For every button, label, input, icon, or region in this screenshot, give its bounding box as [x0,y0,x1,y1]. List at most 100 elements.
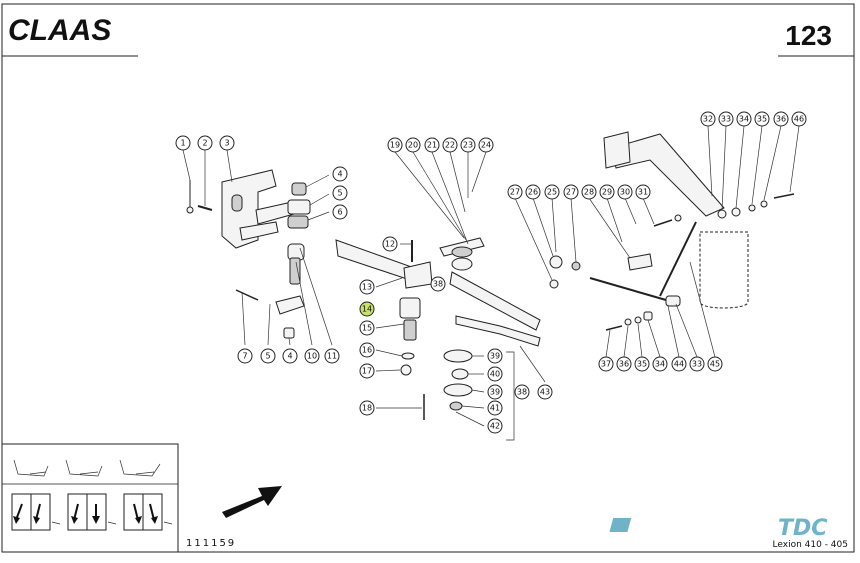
callout-44: 44 [671,356,687,372]
callout-label: 1 [180,139,185,148]
callout-5: 5 [260,348,276,364]
callout-35: 35 [754,111,770,127]
callout-label: 34 [739,115,749,124]
callout-34: 34 [736,111,752,127]
callout-label: 40 [490,370,500,379]
callout-10: 10 [304,348,320,364]
callout-circle [460,137,476,153]
left-bracket-assembly [182,149,333,346]
callout-label: 28 [584,188,594,197]
callout-label: 33 [692,360,702,369]
callout-label: 10 [307,352,317,361]
callout-circle [282,348,298,364]
callout-23: 23 [460,137,476,153]
callout-label: 14 [362,305,372,314]
callout-label: 44 [674,360,684,369]
callout-circle [581,184,597,200]
callout-label: 4 [287,352,292,361]
callout-circle [424,137,440,153]
callout-label: 29 [602,188,612,197]
drawing-number: 111159 [186,538,236,549]
callout-circle [689,356,705,372]
callout-label: 26 [528,188,538,197]
callout-24: 24 [478,137,494,153]
callout-circle [260,348,276,364]
callout-label: 24 [481,141,491,150]
callout-label: 45 [710,360,720,369]
callout-label: 34 [655,360,665,369]
callout-42: 42 [487,418,503,434]
callout-circle [635,184,651,200]
callout-33: 33 [689,356,705,372]
callout-11: 11 [324,348,340,364]
callout-12: 12 [382,236,398,252]
callout-label: 19 [390,141,400,150]
callout-18: 18 [359,400,375,416]
callout-label: 35 [757,115,767,124]
callout-circle [514,384,530,400]
callout-label: 37 [601,360,611,369]
callout-21: 21 [424,137,440,153]
callout-label: 3 [224,139,229,148]
callout-label: 20 [408,141,418,150]
callout-circle [442,137,458,153]
callout-circle [332,204,348,220]
callout-label: 6 [337,208,342,217]
callout-circle [525,184,541,200]
callout-1: 1 [175,135,191,151]
callout-circle [324,348,340,364]
callout-label: 46 [794,115,804,124]
callout-37: 37 [598,356,614,372]
callout-35: 35 [634,356,650,372]
callout-circle [175,135,191,151]
callout-circle [359,400,375,416]
callout-circle [237,348,253,364]
brand-logo: CLAAS [8,14,111,47]
callout-circle [487,418,503,434]
callout-circle [599,184,615,200]
callout-circle [507,184,523,200]
right-linkage-assembly [514,125,800,358]
callout-circle [634,356,650,372]
callout-25: 25 [544,184,560,200]
callout-43: 43 [537,384,553,400]
callout-2: 2 [197,135,213,151]
callout-circle [219,135,235,151]
callout-circle [598,356,614,372]
callout-circle [537,384,553,400]
callout-circle [332,185,348,201]
callout-circle [700,111,716,127]
callout-41: 41 [487,400,503,416]
callout-circle [791,111,807,127]
callout-circle [382,236,398,252]
callout-4: 4 [282,348,298,364]
callout-label: 36 [619,360,629,369]
callout-5: 5 [332,185,348,201]
callout-label: 39 [490,388,500,397]
callout-circle [478,137,494,153]
callout-label: 18 [362,404,372,413]
callout-label: 16 [362,346,372,355]
callout-3: 3 [219,135,235,151]
callout-label: 41 [490,404,500,413]
callout-36: 36 [773,111,789,127]
callout-label: 12 [385,240,395,249]
callout-label: 25 [547,188,557,197]
callout-bracket-38 [506,351,515,441]
callout-circle [617,184,633,200]
callout-33: 33 [718,111,734,127]
callout-circle [487,384,503,400]
callout-38: 38 [430,276,446,292]
callout-label: 43 [540,388,550,397]
callout-26: 26 [525,184,541,200]
callout-20: 20 [405,137,421,153]
callout-label: 38 [433,280,443,289]
callout-39: 39 [487,348,503,364]
callout-circle [359,301,375,317]
callout-15: 15 [359,320,375,336]
callout-label: 30 [620,188,630,197]
callout-label: 13 [362,283,372,292]
